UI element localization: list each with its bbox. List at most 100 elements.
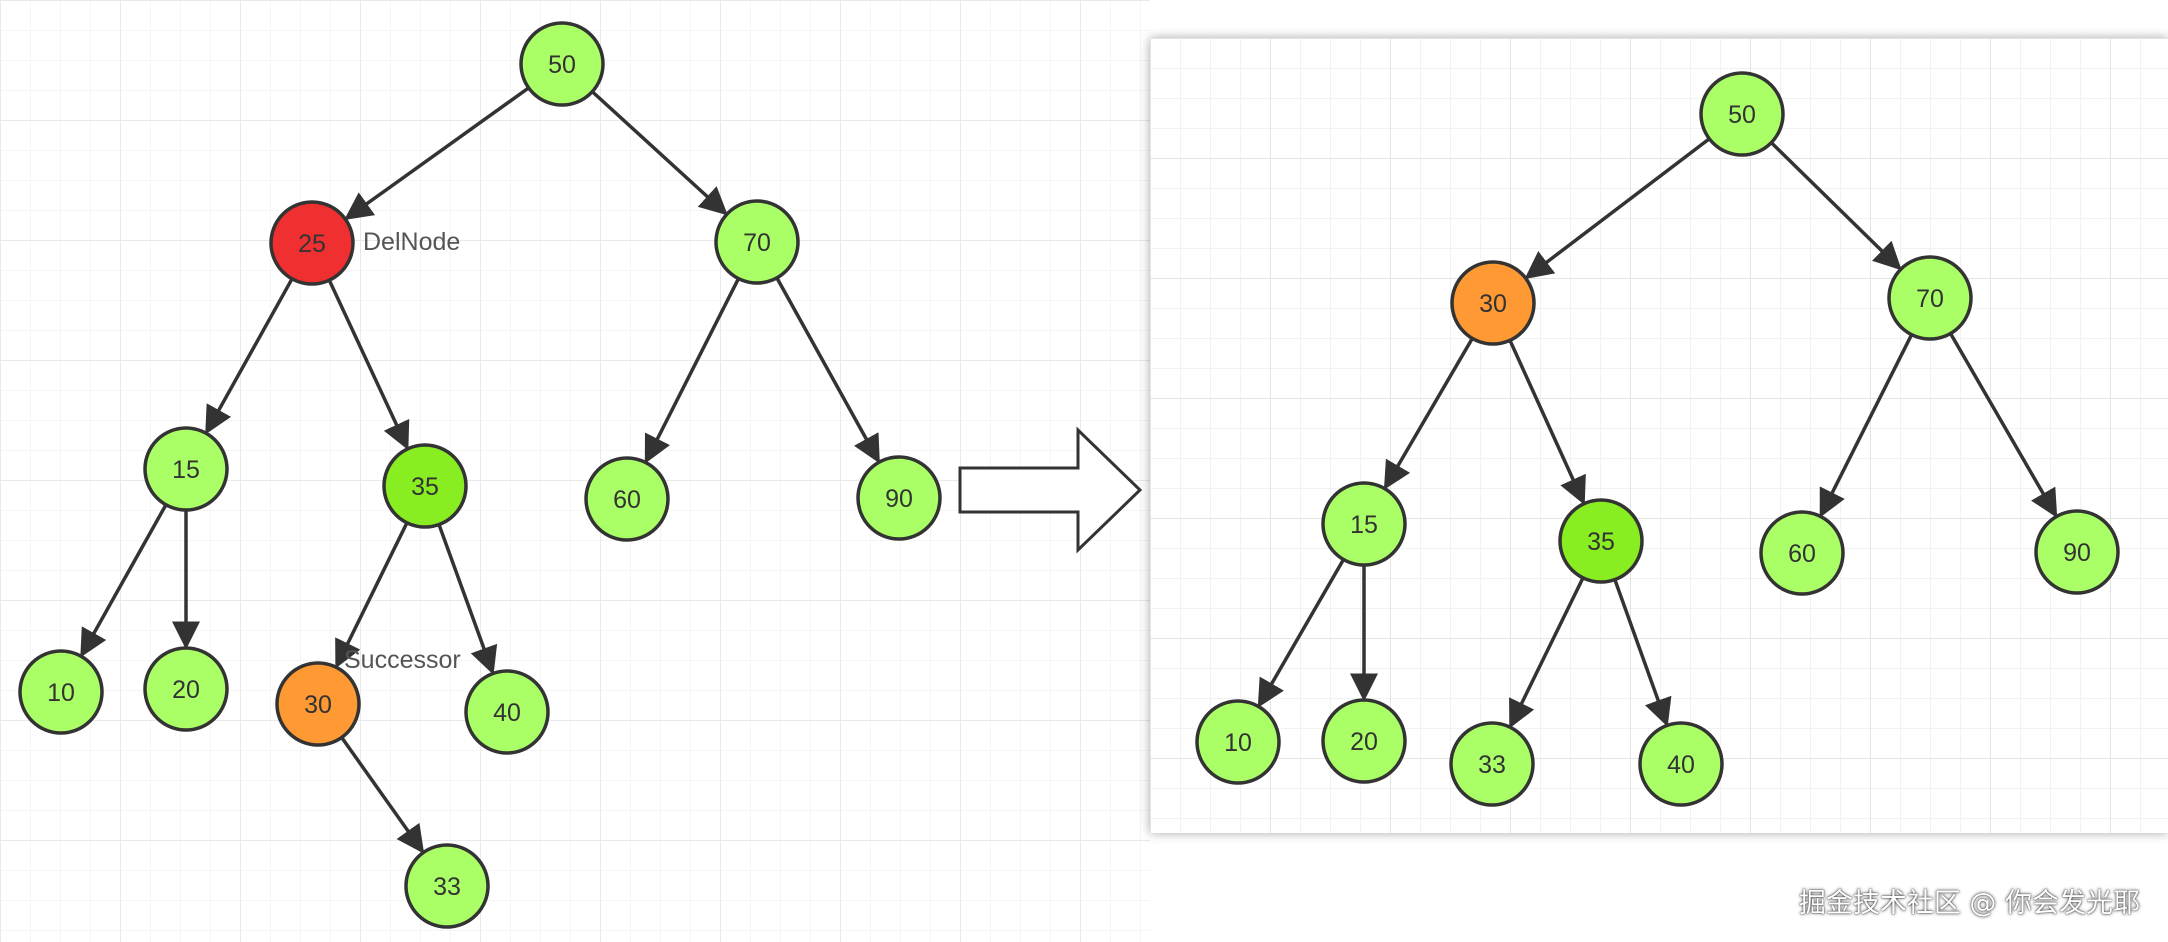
after-node-label-50: 50 (1728, 101, 1756, 129)
after-node-70: 70 (1887, 255, 1973, 341)
before-node-35: 35 (382, 443, 468, 529)
after-tree-edges (1257, 137, 2058, 729)
after-node-label-20: 20 (1350, 728, 1378, 756)
before-node-label-40: 40 (493, 699, 521, 727)
after-node-circle-90 (2034, 509, 2120, 595)
before-node-label-50: 50 (548, 51, 576, 79)
after-node-33: 33 (1449, 721, 1535, 807)
after-edge-70-to-90 (1949, 332, 2058, 518)
before-node-20: 20 (143, 646, 229, 732)
before-node-circle-10 (18, 649, 104, 735)
after-node-10: 10 (1195, 699, 1281, 785)
successor-label: Successor (344, 646, 461, 674)
before-node-70: 70 (714, 199, 800, 285)
before-node-label-10: 10 (47, 679, 75, 707)
before-edge-70-to-90 (775, 277, 880, 464)
before-node-circle-30 (275, 661, 361, 747)
before-node-circle-35 (382, 443, 468, 529)
before-node-circle-90 (856, 455, 942, 541)
before-edge-15-to-10 (80, 503, 168, 658)
after-node-circle-40 (1638, 721, 1724, 807)
before-node-10: 10 (18, 649, 104, 735)
before-node-label-20: 20 (172, 676, 200, 704)
before-node-label-70: 70 (743, 229, 771, 257)
before-node-circle-33 (404, 843, 490, 929)
before-node-label-15: 15 (172, 456, 200, 484)
after-node-label-10: 10 (1224, 729, 1252, 757)
before-node-90: 90 (856, 455, 942, 541)
after-edge-50-to-30 (1524, 137, 1711, 280)
before-edge-25-to-35 (327, 279, 410, 451)
before-edge-35-to-40 (437, 523, 498, 675)
before-node-33: 33 (404, 843, 490, 929)
before-node-15: 15 (143, 426, 229, 512)
after-node-label-70: 70 (1916, 285, 1944, 313)
before-node-label-35: 35 (411, 473, 439, 501)
after-panel (1150, 38, 2168, 833)
before-node-50: 50 (519, 21, 605, 107)
after-edge-15-to-10 (1257, 558, 1345, 708)
after-node-15: 15 (1321, 481, 1407, 567)
before-node-circle-20 (143, 646, 229, 732)
after-node-circle-10 (1195, 699, 1281, 785)
after-node-40: 40 (1638, 721, 1724, 807)
before-edge-50-to-25 (344, 86, 530, 221)
after-node-label-40: 40 (1667, 751, 1695, 779)
delnode-label: DelNode (363, 228, 460, 256)
after-node-90: 90 (2034, 509, 2120, 595)
after-edge-35-to-33 (1509, 577, 1585, 729)
before-node-circle-15 (143, 426, 229, 512)
after-node-label-15: 15 (1350, 511, 1378, 539)
after-node-circle-70 (1887, 255, 1973, 341)
before-edge-70-to-60 (644, 277, 741, 464)
before-node-label-90: 90 (885, 485, 913, 513)
after-tree-nodes: 50 30 70 15 35 60 90 10 20 33 40 (1195, 71, 2120, 807)
before-edge-50-to-70 (591, 90, 728, 216)
after-edge-70-to-60 (1819, 333, 1914, 518)
before-node-60: 60 (584, 456, 670, 542)
after-node-circle-30 (1450, 260, 1536, 346)
after-node-circle-20 (1321, 698, 1407, 784)
after-edge-30-to-15 (1383, 337, 1474, 490)
before-tree-edges (80, 86, 880, 854)
after-node-label-30: 30 (1479, 290, 1507, 318)
after-edge-30-to-35 (1508, 339, 1586, 506)
before-edge-30-to-33 (340, 736, 425, 854)
before-node-label-25: 25 (298, 230, 326, 258)
before-node-circle-70 (714, 199, 800, 285)
before-edge-25-to-15 (205, 277, 294, 435)
before-node-40: 40 (464, 669, 550, 755)
before-node-circle-25 (269, 200, 355, 286)
after-node-20: 20 (1321, 698, 1407, 784)
after-node-label-60: 60 (1788, 540, 1816, 568)
before-grid-background (0, 0, 1150, 942)
before-edge-35-to-30 (335, 522, 409, 669)
before-node-circle-60 (584, 456, 670, 542)
after-node-60: 60 (1759, 510, 1845, 596)
before-node-label-60: 60 (613, 486, 641, 514)
before-node-label-33: 33 (433, 873, 461, 901)
after-node-circle-35 (1558, 498, 1644, 584)
after-node-50: 50 (1699, 71, 1785, 157)
before-tree-nodes: 50 25 70 15 35 60 90 10 20 30 40 33 (18, 21, 942, 929)
before-node-circle-40 (464, 669, 550, 755)
after-node-circle-33 (1449, 721, 1535, 807)
after-node-label-90: 90 (2063, 539, 2091, 567)
before-node-30: 30 (275, 661, 361, 747)
before-node-label-30: 30 (304, 691, 332, 719)
after-node-label-33: 33 (1478, 751, 1506, 779)
after-node-circle-15 (1321, 481, 1407, 567)
after-node-35: 35 (1558, 498, 1644, 584)
after-node-circle-50 (1699, 71, 1785, 157)
transition-arrow (958, 426, 1143, 554)
after-node-30: 30 (1450, 260, 1536, 346)
before-node-circle-50 (519, 21, 605, 107)
after-node-label-35: 35 (1587, 528, 1615, 556)
after-edge-35-to-40 (1613, 579, 1672, 727)
watermark: 掘金技术社区 @ 你会发光耶 (1798, 888, 2140, 919)
after-edge-50-to-70 (1770, 141, 1902, 271)
before-node-25: 25 (269, 200, 355, 286)
after-node-circle-60 (1759, 510, 1845, 596)
